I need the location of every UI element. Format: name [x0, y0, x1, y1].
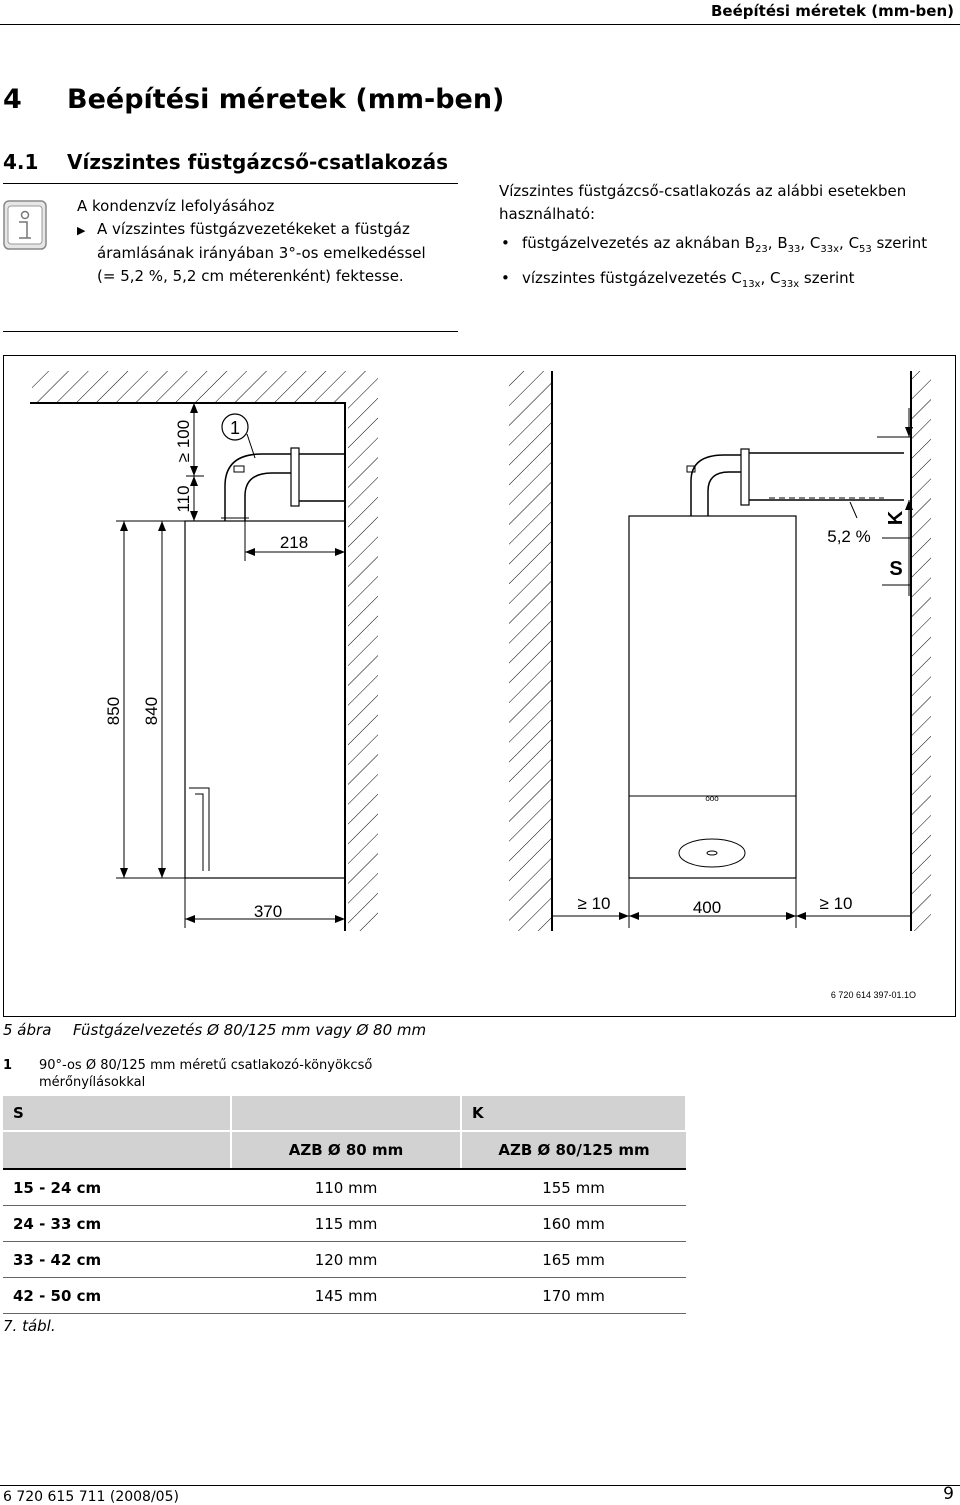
header-k: K	[461, 1096, 687, 1132]
footer-doc-number: 6 720 615 711 (2008/05)	[3, 1489, 179, 1505]
header-rule	[0, 24, 960, 25]
left-wall-hatch	[348, 371, 378, 931]
dim-110: 110	[174, 485, 193, 512]
table-row: 15 - 24 cm 110 mm 155 mm	[3, 1169, 686, 1206]
figure-caption: 5 ábra Füstgázelvezetés Ø 80/125 mm vagy …	[3, 1021, 426, 1039]
table-row: 33 - 42 cm 120 mm 165 mm	[3, 1241, 686, 1278]
info-icon	[3, 200, 47, 254]
control-marks: ooo	[705, 794, 719, 803]
bullet-horizontal: vízszintes füstgázelvezetés C13x, C33x s…	[499, 267, 939, 296]
chapter-title: Beépítési méretek (mm-ben)	[67, 84, 505, 115]
bullet-shaft: füstgázelvezetés az aknában B23, B33, C3…	[499, 232, 939, 261]
right-wall-hatch	[911, 371, 931, 931]
chapter-heading: 4 Beépítési méretek (mm-ben)	[3, 84, 504, 115]
running-head: Beépítési méretek (mm-ben)	[711, 2, 954, 20]
note-item-line1: A vízszintes füstgázvezetékeket a füstgá…	[97, 220, 410, 238]
header-s: S	[3, 1096, 232, 1132]
figure-caption-text: Füstgázelvezetés Ø 80/125 mm vagy Ø 80 m…	[73, 1021, 427, 1039]
dim-370: 370	[254, 902, 282, 921]
figure-legend: 1 90°-os Ø 80/125 mm méretű csatlakozó-kö…	[3, 1057, 443, 1091]
slope-label: 5,2 %	[827, 527, 870, 546]
flue-table: S K AZB Ø 80 mm AZB Ø 80/125 mm 15 - 24 …	[3, 1096, 687, 1314]
note-bottom-rule	[3, 331, 458, 332]
note-intro: A kondenzvíz lefolyásához	[77, 197, 275, 215]
right-left-wall-hatch	[509, 371, 552, 931]
label-K: K	[885, 510, 907, 525]
dim-218: 218	[280, 533, 308, 552]
section-number: 4.1	[3, 150, 39, 174]
installation-drawing: 1 ≥ 100 110 218 850 840 37	[3, 355, 956, 1017]
section-heading: 4.1 Vízszintes füstgázcső-csatlakozás	[3, 150, 448, 174]
dim-ge10-right: ≥ 10	[820, 894, 853, 913]
right-column: Vízszintes füstgázcső-csatlakozás az alá…	[499, 180, 939, 302]
figure-code: 6 720 614 397-01.1O	[831, 990, 916, 1000]
table-subheader-row: AZB Ø 80 mm AZB Ø 80/125 mm	[3, 1131, 686, 1170]
note-top-rule	[3, 183, 458, 184]
subheader-azb80-125: AZB Ø 80/125 mm	[461, 1131, 686, 1170]
right-intro: Vízszintes füstgázcső-csatlakozás az alá…	[499, 182, 907, 223]
table-row: 42 - 50 cm 145 mm 170 mm	[3, 1277, 686, 1314]
left-ceiling-hatch	[32, 371, 348, 403]
section-title: Vízszintes füstgázcső-csatlakozás	[67, 150, 448, 174]
table-header-row: S K	[3, 1096, 687, 1132]
table-caption: 7. tábl.	[3, 1317, 56, 1335]
left-boiler-body	[184, 520, 346, 879]
right-boiler-body	[628, 515, 797, 879]
dim-ge10-left: ≥ 10	[578, 894, 611, 913]
footer-rule	[0, 1485, 960, 1486]
label-1: 1	[230, 418, 240, 438]
legend-key: 1	[3, 1058, 13, 1073]
page-number: 9	[943, 1484, 954, 1504]
note-text: A kondenzvíz lefolyásához ▶ A vízszintes …	[77, 195, 447, 288]
note-item: ▶ A vízszintes füstgázvezetékeket a füstg…	[77, 218, 447, 242]
legend-line2: mérőnyílásokkal	[39, 1075, 146, 1090]
label-S: S	[889, 558, 902, 580]
dim-400: 400	[693, 898, 721, 917]
dim-840: 840	[142, 697, 161, 725]
triangle-right-icon: ▶	[77, 224, 86, 237]
legend-line1: 90°-os Ø 80/125 mm méretű csatlakozó-kön…	[39, 1058, 373, 1073]
drawing-svg: 1 ≥ 100 110 218 850 840 37	[30, 371, 931, 1000]
note-item-rest: áramlásának irányában 3°-os emelkedéssel…	[97, 244, 426, 285]
figure-number: 5 ábra	[3, 1021, 52, 1039]
chapter-number: 4	[3, 84, 22, 115]
dim-850: 850	[104, 697, 123, 725]
dim-100: ≥ 100	[174, 420, 193, 462]
table-row: 24 - 33 cm 115 mm 160 mm	[3, 1205, 686, 1242]
subheader-azb80: AZB Ø 80 mm	[231, 1131, 462, 1170]
